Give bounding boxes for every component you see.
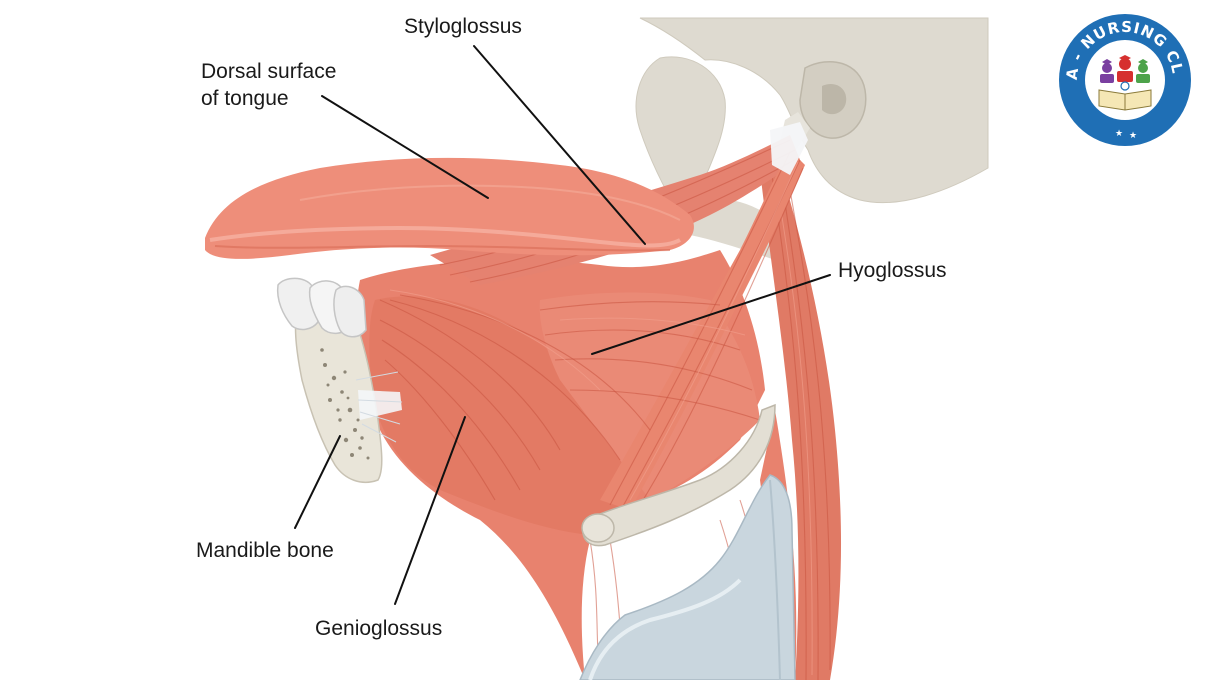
label-dorsal-surface-line2: of tongue <box>201 87 289 110</box>
svg-text:★: ★ <box>1129 131 1137 141</box>
leader-styloglossus <box>473 45 646 245</box>
laryngeal-cartilage <box>579 474 796 680</box>
svg-text:★: ★ <box>1115 129 1123 139</box>
posterior-muscle-band <box>760 150 842 680</box>
leader-dorsal-surface <box>321 95 489 199</box>
mandible-bone-section <box>276 277 403 484</box>
spongy-bone-texture <box>320 348 370 460</box>
label-hyoglossus: Hyoglossus <box>838 259 947 282</box>
open-book-icon <box>1098 81 1152 111</box>
leader-mandible <box>294 435 341 529</box>
hyoid-bone <box>581 403 776 547</box>
graduates-icon <box>1100 55 1150 83</box>
label-genioglossus: Genioglossus <box>315 617 442 640</box>
leader-lines <box>294 45 831 605</box>
label-mandible-bone: Mandible bone <box>196 539 334 562</box>
styloid-tendon <box>770 122 808 175</box>
label-dorsal-surface-line1: Dorsal surface <box>201 60 336 83</box>
nursing-classes-logo: NANDA - NURSING CLASSES ★ ★ <box>1055 10 1193 148</box>
label-styloglossus: Styloglossus <box>404 15 522 38</box>
leader-hyoglossus <box>591 274 831 355</box>
leader-genioglossus <box>394 416 466 605</box>
tongue <box>205 157 694 259</box>
